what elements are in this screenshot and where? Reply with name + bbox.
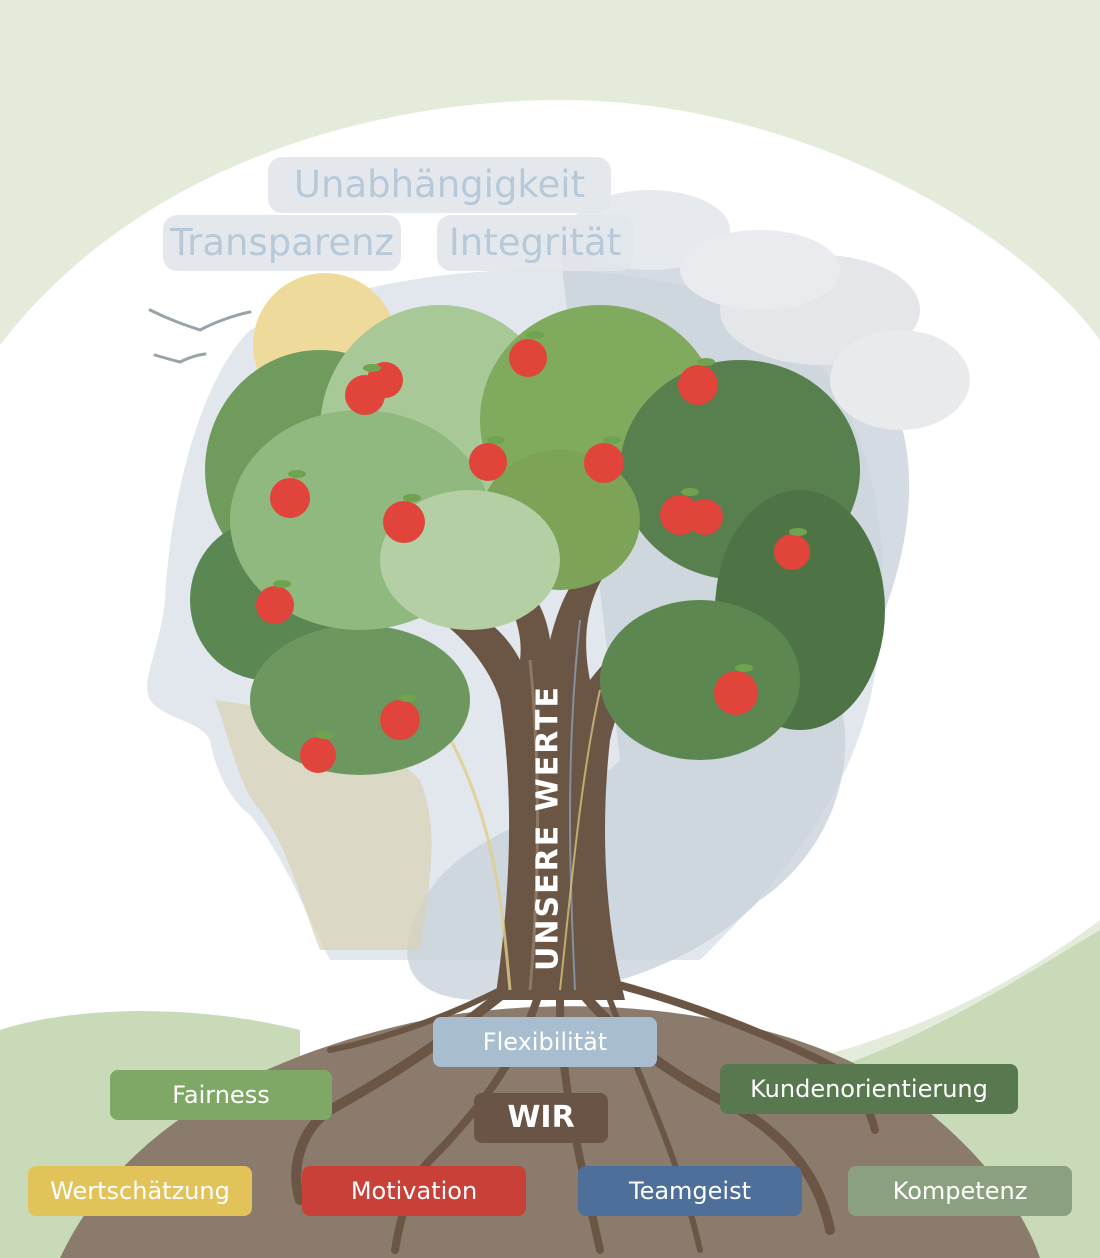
value-tag-motivation: Motivation <box>302 1166 526 1216</box>
apple-icon <box>256 331 810 773</box>
value-tag-flexibilitaet: Flexibilität <box>433 1017 657 1067</box>
head-value-integritaet: Integrität <box>437 215 633 271</box>
bird-icon <box>148 308 252 364</box>
head-value-unabhaengigkeit: Unabhängigkeit <box>268 157 611 213</box>
center-label-wir: WIR <box>474 1093 608 1143</box>
value-tag-kompetenz: Kompetenz <box>848 1166 1072 1216</box>
value-tag-wertschaetzung: Wertschätzung <box>28 1166 252 1216</box>
title-text: UNSERE WERTE <box>530 685 566 971</box>
value-tag-kundenorientierung: Kundenorientierung <box>720 1064 1018 1114</box>
value-tag-teamgeist: Teamgeist <box>578 1166 802 1216</box>
head-value-transparenz: Transparenz <box>163 215 401 271</box>
value-tag-fairness: Fairness <box>110 1070 332 1120</box>
